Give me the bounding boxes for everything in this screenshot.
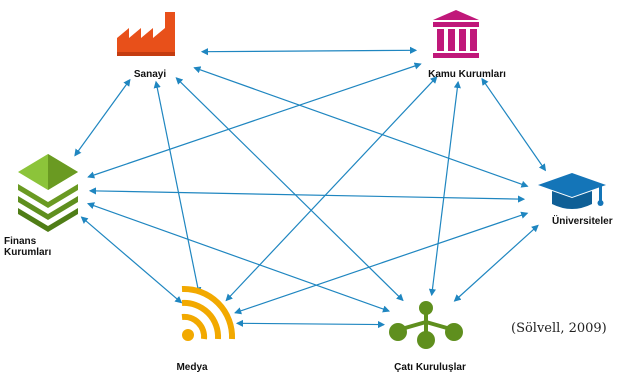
- arrow-finans-cati: [86, 202, 391, 313]
- arrow-sanayi-kamu: [200, 46, 418, 56]
- rss-feed-icon: [181, 285, 236, 341]
- arrow-kamu-cati: [428, 80, 461, 297]
- finans-label-line-1: Finans: [4, 236, 37, 247]
- network-tree-icon: [389, 301, 463, 349]
- connection-arrows: [74, 46, 547, 329]
- arrow-universiteler-medya: [234, 211, 529, 315]
- kamu-kurumlari-label: Kamu Kurumları: [428, 69, 506, 80]
- arrow-kamu-universiteler: [481, 77, 547, 172]
- arrow-sanayi-medya: [153, 80, 202, 295]
- graduation-cap-icon: [538, 173, 606, 209]
- cati-kuruluslar-label: Çatı Kuruluşlar: [394, 362, 466, 373]
- medya-label: Medya: [176, 362, 208, 373]
- arrow-finans-medya: [80, 216, 183, 304]
- government-building-icon: [433, 10, 479, 58]
- arrow-sanayi-universiteler: [193, 66, 529, 188]
- universiteler-label: Üniversiteler: [552, 216, 613, 227]
- arrow-kamu-finans: [87, 62, 422, 179]
- finans-kurumlari-label: Finans Kurumları: [4, 236, 51, 258]
- factory-icon: [117, 12, 175, 56]
- arrow-kamu-medya: [225, 76, 438, 302]
- arrow-finans-universiteler: [88, 187, 526, 203]
- arrow-medya-cati: [235, 319, 386, 329]
- finans-label-line-2: Kurumları: [4, 247, 52, 258]
- arrow-sanayi-finans: [74, 78, 131, 157]
- stacked-layers-icon: [18, 154, 78, 232]
- sanayi-label: Sanayi: [133, 69, 167, 80]
- citation: (Sölvell, 2009): [511, 321, 607, 336]
- arrow-universiteler-cati: [453, 224, 539, 302]
